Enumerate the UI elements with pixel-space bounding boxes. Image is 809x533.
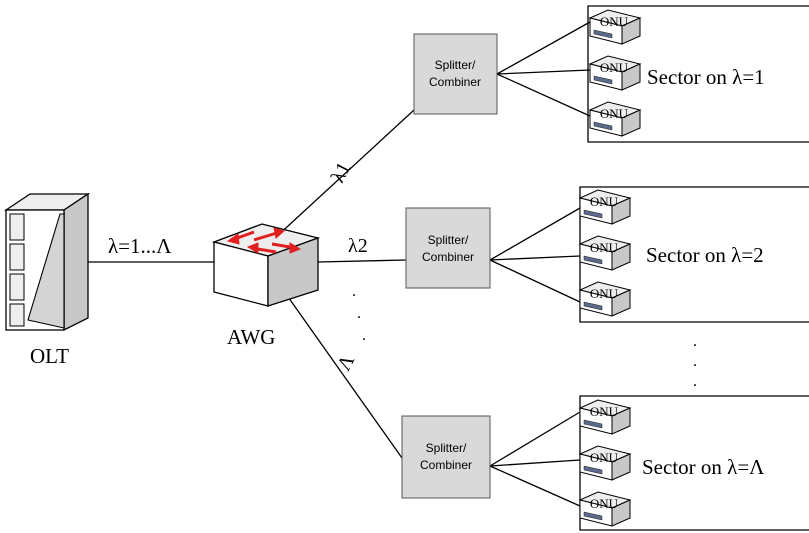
onu-label: ONU: [590, 194, 619, 209]
branch-fiber-3: [285, 293, 403, 459]
onu-icon: ONU: [588, 101, 642, 137]
splitter-3: Splitter/ Combiner: [401, 415, 491, 499]
drop-fiber: [489, 259, 581, 303]
drop-fiber: [496, 69, 591, 75]
branch-wavelength-label-2: λ2: [348, 235, 368, 257]
drop-fiber: [489, 465, 581, 507]
splitter-label-line1: Splitter/: [426, 441, 467, 455]
olt-icon: [3, 192, 91, 332]
ellipsis-dot: .: [352, 283, 356, 300]
branch-fiber-1: [261, 109, 415, 251]
onu-layer: ONU ONU ONU ONU ONU ONU ONU ONU ONU: [578, 9, 642, 527]
ellipsis-dot: .: [693, 353, 697, 370]
splitter-1: Splitter/ Combiner: [413, 33, 498, 115]
ellipsis-branches: . . .: [352, 283, 366, 344]
onu-label: ONU: [590, 404, 619, 419]
ellipsis-dot: .: [357, 305, 361, 322]
awg-label: AWG: [227, 325, 275, 349]
olt-label: OLT: [30, 344, 69, 368]
drop-fiber: [496, 21, 591, 75]
splitter-2: Splitter/ Combiner: [405, 207, 491, 289]
onu-label: ONU: [590, 240, 619, 255]
onu-label: ONU: [600, 106, 629, 121]
onu-label: ONU: [590, 286, 619, 301]
ellipsis-dot: .: [693, 333, 697, 350]
drop-fiber: [489, 459, 581, 467]
sector-label-2: Sector on λ=2: [646, 243, 764, 267]
splitter-label-line1: Splitter/: [428, 233, 469, 247]
awg-icon: [211, 223, 321, 307]
drop-fiber: [496, 73, 591, 117]
sector-label-1: Sector on λ=1: [647, 65, 765, 89]
onu-icon: ONU: [578, 491, 632, 527]
onu-icon: ONU: [578, 235, 632, 271]
branch-wavelength-label-3: Λ: [333, 351, 359, 375]
drop-fiber: [489, 411, 581, 467]
onu-icon: ONU: [578, 189, 632, 225]
onu-label: ONU: [600, 60, 629, 75]
feeder-label: λ=1...Λ: [108, 234, 172, 258]
branch-wavelength-label-1: λ1: [327, 159, 356, 187]
connection-lines: [88, 21, 591, 507]
splitter-label-line2: Combiner: [429, 75, 481, 89]
ellipsis-dot: .: [693, 373, 697, 390]
ellipsis-sectors: . . .: [693, 333, 697, 390]
onu-icon: ONU: [578, 281, 632, 317]
onu-icon: ONU: [588, 55, 642, 91]
sector-frame-1: [587, 5, 809, 143]
onu-icon: ONU: [578, 399, 632, 435]
onu-icon: ONU: [578, 445, 632, 481]
onu-label: ONU: [590, 450, 619, 465]
drop-fiber: [489, 207, 581, 261]
onu-label: ONU: [590, 496, 619, 511]
awg-arrows-icon: [226, 227, 302, 254]
sector-label-3: Sector on λ=Λ: [642, 455, 765, 479]
splitter-label-line1: Splitter/: [435, 58, 476, 72]
branch-fiber-2: [317, 259, 407, 263]
onu-label: ONU: [600, 14, 629, 29]
ellipsis-dot: .: [362, 327, 366, 344]
onu-icon: ONU: [588, 9, 642, 45]
drop-fiber: [489, 255, 581, 261]
splitter-label-line2: Combiner: [420, 458, 472, 472]
splitter-label-line2: Combiner: [422, 250, 474, 264]
